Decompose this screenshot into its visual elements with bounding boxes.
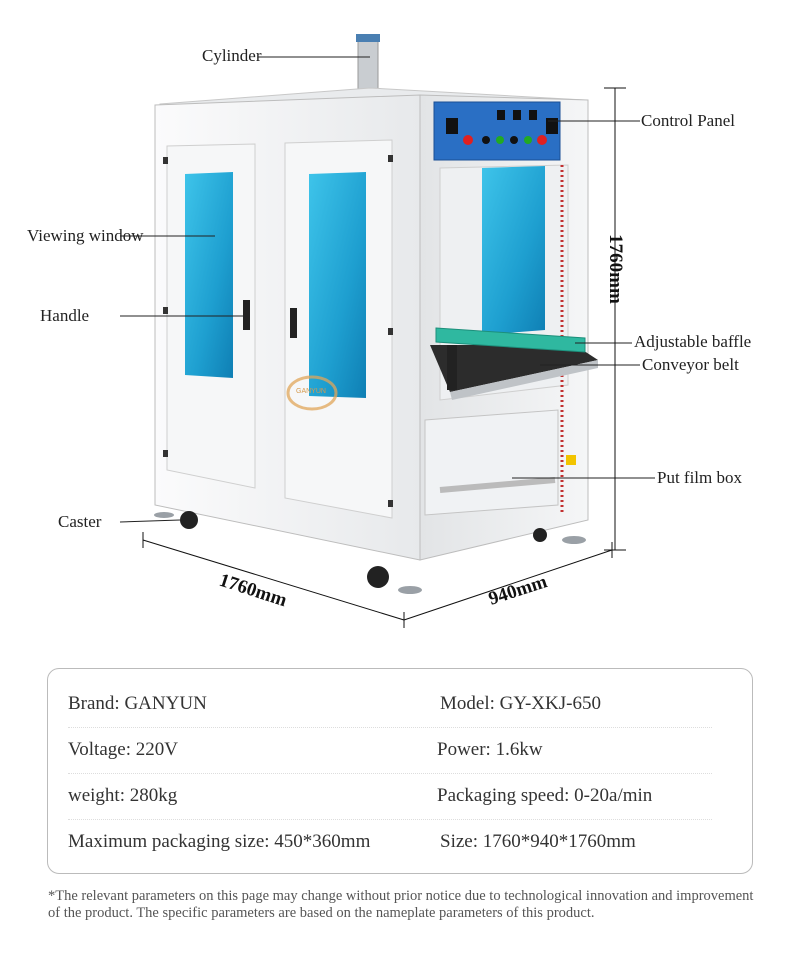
spec-packaging-speed: Packaging speed: 0-20a/min: [437, 785, 653, 806]
label-handle: Handle: [40, 306, 90, 325]
machine-illustration: [119, 34, 655, 628]
label-control-panel: Control Panel: [641, 111, 735, 130]
label-viewing-window: Viewing window: [27, 226, 144, 245]
watermark-logo-text: GANYUN: [296, 388, 326, 395]
label-caster: Caster: [58, 512, 102, 531]
spec-max-packaging-size: Maximum packaging size: 450*360mm: [68, 831, 371, 852]
handle-left: [243, 300, 250, 330]
viewing-window-left: [185, 172, 233, 378]
spec-size: Size: 1760*940*1760mm: [440, 831, 636, 852]
spec-power: Power: 1.6kw: [437, 739, 543, 760]
spec-row: weight: 280kg Packaging speed: 0-20a/min: [68, 773, 712, 820]
label-conveyor-belt: Conveyor belt: [642, 355, 739, 374]
label-cylinder: Cylinder: [202, 46, 262, 65]
adjustable-baffle: [435, 327, 586, 353]
machine-figure: Cylinder Viewing window Handle Caster Co…: [27, 34, 752, 628]
spec-row: Maximum packaging size: 450*360mm Size: …: [68, 819, 712, 865]
spec-row: Brand: GANYUN Model: GY-XKJ-650: [68, 681, 712, 728]
label-adjustable-baffle: Adjustable baffle: [634, 332, 752, 351]
spec-brand: Brand: GANYUN: [68, 693, 207, 714]
caster-front-right: [367, 566, 389, 588]
disclaimer-note: *The relevant parameters on this page ma…: [48, 888, 754, 921]
spec-model: Model: GY-XKJ-650: [440, 693, 601, 714]
spec-table: Brand: GANYUN Model: GY-XKJ-650 Voltage:…: [47, 668, 753, 874]
handle-right: [290, 308, 297, 338]
dimension-height: 1760mm: [604, 234, 626, 304]
spec-voltage: Voltage: 220V: [68, 739, 178, 760]
caster-front-left: [180, 511, 198, 529]
film-box: [424, 409, 559, 516]
label-put-film-box: Put film box: [657, 468, 743, 487]
viewing-window-right: [309, 172, 366, 398]
spec-weight: weight: 280kg: [68, 785, 178, 806]
spec-row: Voltage: 220V Power: 1.6kw: [68, 727, 712, 774]
conveyor-belt: [430, 345, 598, 392]
